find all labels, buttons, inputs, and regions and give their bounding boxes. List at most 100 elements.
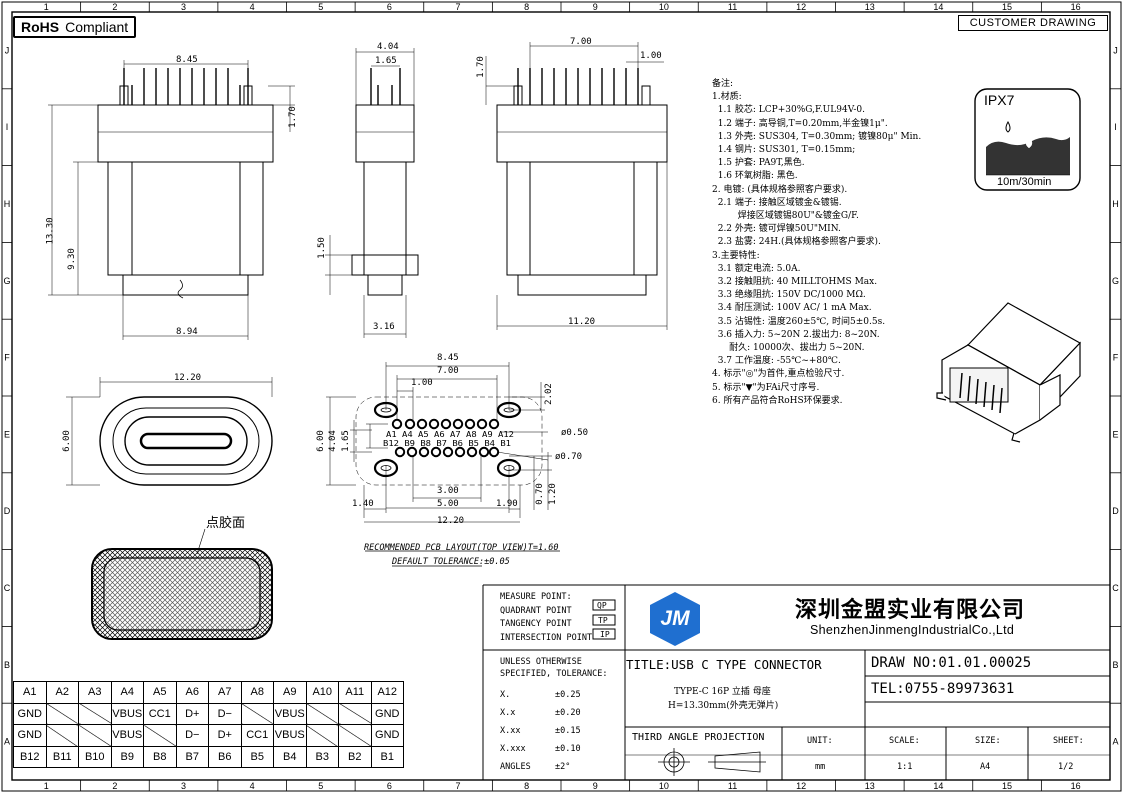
tolerance-key: X.xx <box>500 726 521 736</box>
pin-cell: A9 <box>273 681 307 704</box>
glue-surface-label: 点胶面 <box>206 516 246 531</box>
pcb-pins-bottom-label: B12 B9 B8 B7 B6 B5 B4 B1 <box>383 439 511 448</box>
third-angle-symbol <box>658 748 766 776</box>
tolerance-value: ±0.20 <box>555 708 581 718</box>
dim-pcb-h2: 1.20 <box>547 483 558 505</box>
note-line: 焊接区域镀锡80U"&镀金G/F. <box>712 211 859 222</box>
grid-col-label-bottom: 15 <box>1002 781 1012 791</box>
unit-label: UNIT: <box>807 736 833 746</box>
note-line: 3.5 沾锡性: 温度260±5℃, 时间5±0.5s. <box>712 316 886 327</box>
quadrant-code: QP <box>597 601 607 610</box>
grid-col-label-bottom: 2 <box>112 781 117 791</box>
pin-cell: CC1 <box>240 724 274 747</box>
tolerance-key: X.xxx <box>500 744 526 754</box>
grid-labels: 1122334455667788991010111112121313141415… <box>3 2 1119 791</box>
note-line: 4. 标示"◎"为首件,重点检验尺寸. <box>712 369 845 380</box>
tolerance-key: ANGLES <box>500 762 531 772</box>
grid-row-label-left: I <box>6 122 9 132</box>
notes-block: 备注:1.材质: 1.1 胶芯: LCP+30%G,F.UL94V-0. 1.2… <box>712 78 962 408</box>
grid-row-label-right: F <box>1113 353 1119 363</box>
projection-label: THIRD ANGLE PROJECTION <box>632 732 765 743</box>
tolerance-row: X.xx±0.15 <box>500 722 620 740</box>
grid-col-label-bottom: 6 <box>387 781 392 791</box>
intersection-code: IP <box>600 630 610 639</box>
pin-cell <box>240 702 274 725</box>
grid-col-label-top: 5 <box>318 2 323 12</box>
tolerance-value: ±2° <box>555 762 571 772</box>
tolerance-value: ±0.25 <box>555 690 581 700</box>
pcb-hole-top <box>416 418 428 430</box>
grid-row-label-right: A <box>1112 737 1118 747</box>
grid-col-label-top: 1 <box>44 2 49 12</box>
grid-row-label-right: B <box>1112 660 1118 670</box>
grid-col-label-top: 16 <box>1071 2 1081 12</box>
pcb-hole-top <box>391 418 403 430</box>
pcb-hole-top <box>440 418 452 430</box>
side-view <box>325 48 419 338</box>
grid-row-label-right: I <box>1114 122 1117 132</box>
grid-col-label-bottom: 5 <box>318 781 323 791</box>
unit-value: mm <box>815 762 826 772</box>
pcb-hole-bottom <box>478 446 490 458</box>
tolerance-row: X.xxx±0.10 <box>500 740 620 758</box>
pin-cell: GND <box>13 724 47 747</box>
dim-body-height: 9.30 <box>66 248 77 270</box>
dim-right-pitch: 1.00 <box>640 51 662 61</box>
pin-cell: D+ <box>208 724 242 747</box>
pcb-hole-top <box>404 418 416 430</box>
telephone: TEL:0755-89973631 <box>871 681 1015 697</box>
pcb-hole-top <box>464 418 476 430</box>
dim-bottom-width: 8.94 <box>176 327 198 337</box>
grid-row-label-left: B <box>4 660 10 670</box>
front-view <box>48 60 295 340</box>
tangency-label: TANGENCY POINT <box>500 619 572 629</box>
dim-side-flange: 1.50 <box>316 237 327 259</box>
pin-cell: A6 <box>175 681 209 704</box>
pin-cell: D− <box>175 724 209 747</box>
pin-cell <box>338 702 372 725</box>
pcb-hole-bottom <box>394 446 406 458</box>
pin-cell: CC1 <box>143 702 177 725</box>
ipx-rating: IPX7 <box>984 92 1015 108</box>
dim-large-hole: ø0.70 <box>555 452 583 462</box>
scale-value: 1:1 <box>897 762 913 772</box>
grid-row-label-right: J <box>1113 45 1118 55</box>
grid-col-label-top: 3 <box>181 2 186 12</box>
drawing-type: CUSTOMER DRAWING <box>958 15 1108 31</box>
intersection-label: INTERSECTION POINT <box>500 632 593 643</box>
pcb-pins-top-label: A1 A4 A5 A6 A7 A8 A9 A12 <box>386 430 514 439</box>
ipx-depth: 10m/30min <box>997 176 1052 188</box>
grid-col-label-bottom: 13 <box>865 781 875 791</box>
size-value: A4 <box>980 762 991 772</box>
pin-cell <box>78 702 112 725</box>
note-line: 3.4 耐压测试: 100V AC/ 1 mA Max. <box>712 303 872 314</box>
grid-col-label-top: 7 <box>456 2 461 12</box>
pin-cell: GND <box>370 702 404 725</box>
grid-col-label-bottom: 4 <box>250 781 255 791</box>
pin-cell: A5 <box>143 681 177 704</box>
grid-col-label-top: 2 <box>112 2 117 12</box>
dim-right-width: 7.00 <box>570 37 592 47</box>
pin-cell: B12 <box>13 745 47 768</box>
grid-row-label-right: D <box>1112 506 1119 516</box>
note-line: 3.主要特性: <box>712 250 760 261</box>
pin-cell: D+ <box>175 702 209 725</box>
pin-cell: B5 <box>240 745 274 768</box>
pin-cell: A3 <box>78 681 112 704</box>
dim-pcb-row-space: 1.65 <box>340 430 351 452</box>
note-line: 3.2 接触阻抗: 40 MILLTOHMS Max. <box>712 277 878 288</box>
connector-3d <box>936 302 1081 443</box>
tolerance-caption: DEFAULT TOLERANCE:±0.05 <box>392 557 510 567</box>
pin-cell: D− <box>208 702 242 725</box>
pin-cell: B11 <box>45 745 79 768</box>
pin-cell: VBUS <box>110 724 144 747</box>
company-name-cn: 深圳金盟实业有限公司 <box>795 598 1026 623</box>
grid-col-label-top: 8 <box>524 2 529 12</box>
pin-cell <box>143 724 177 747</box>
dim-pcb-height: 6.00 <box>315 430 326 452</box>
pin-cell: VBUS <box>110 702 144 725</box>
